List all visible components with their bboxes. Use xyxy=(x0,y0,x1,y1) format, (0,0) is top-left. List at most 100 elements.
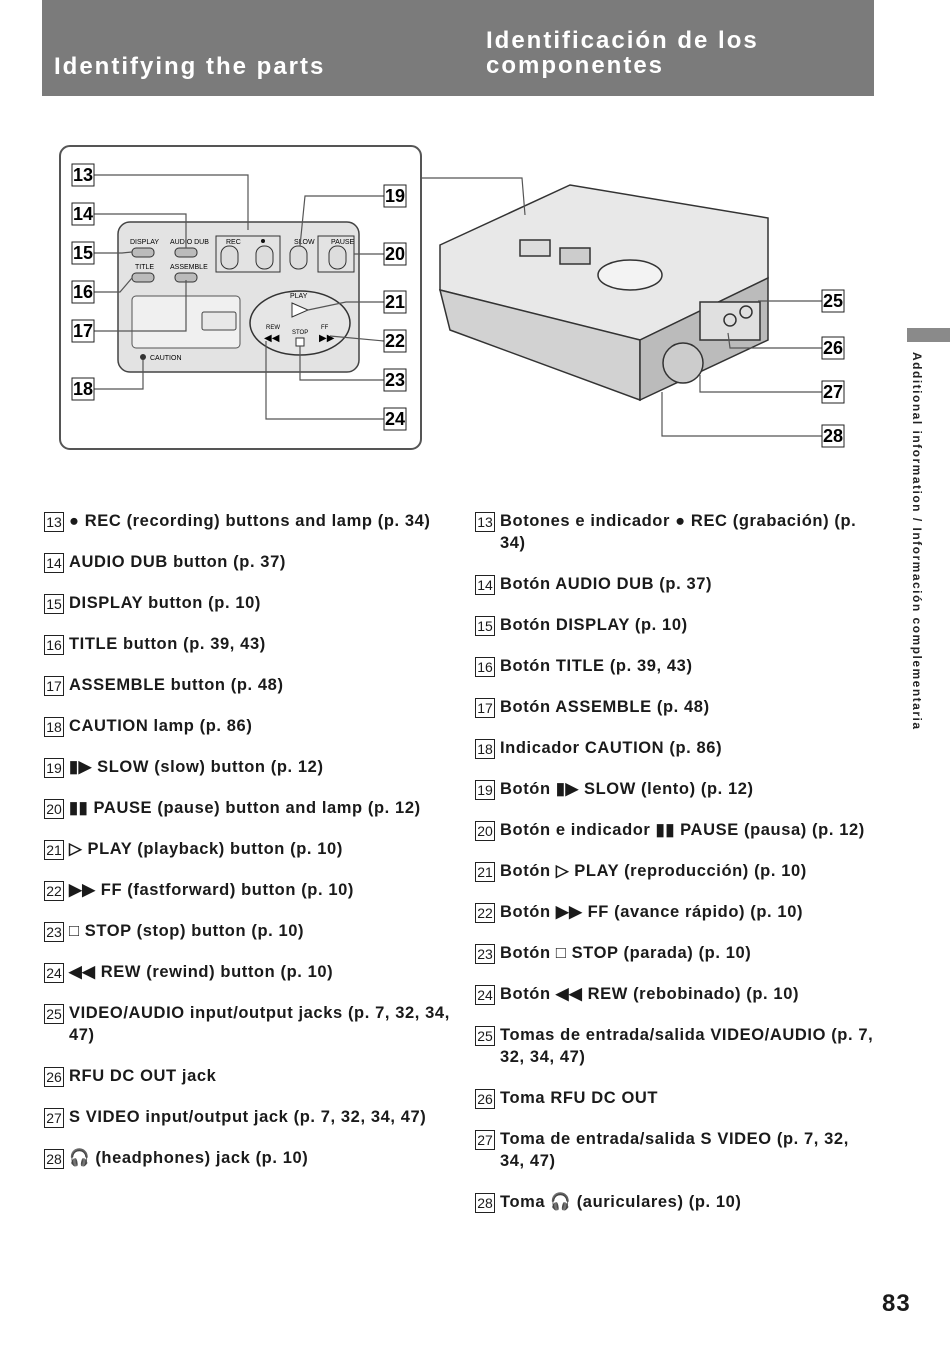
item-number: 27 xyxy=(475,1130,495,1150)
callout-25: 25 xyxy=(821,289,845,313)
list-item: 20▮▮ PAUSE (pause) button and lamp (p. 1… xyxy=(44,797,454,819)
list-item: 21 Botón ▷ PLAY (reproducción) (p. 10) xyxy=(475,860,875,882)
item-text: RFU DC OUT jack xyxy=(69,1067,217,1085)
item-number: 22 xyxy=(475,903,495,923)
callout-23: 23 xyxy=(383,368,407,392)
panel-label-display: DISPLAY xyxy=(130,239,159,246)
callout-28: 28 xyxy=(821,424,845,448)
item-number: 20 xyxy=(44,799,64,819)
leader-lines xyxy=(94,174,822,437)
item-text: ▷ PLAY (playback) button (p. 10) xyxy=(69,840,343,858)
panel-label-title: TITLE xyxy=(135,264,154,271)
svg-text:18: 18 xyxy=(73,379,93,399)
panel-label-rew: REW xyxy=(266,325,280,331)
svg-text:28: 28 xyxy=(823,426,843,446)
list-item: 15 DISPLAY button (p. 10) xyxy=(44,592,454,614)
item-number: 17 xyxy=(475,698,495,718)
panel-label-audio-dub: AUDIO DUB xyxy=(170,239,209,246)
item-number: 28 xyxy=(475,1193,495,1213)
item-number: 21 xyxy=(475,862,495,882)
panel-label-stop: STOP xyxy=(292,330,308,336)
svg-text:15: 15 xyxy=(73,243,93,263)
item-text: Botón e indicador ▮▮ PAUSE (pausa) (p. 1… xyxy=(500,821,865,839)
list-item: 23 □ STOP (stop) button (p. 10) xyxy=(44,920,454,942)
item-text: S VIDEO input/output jack (p. 7, 32, 34,… xyxy=(69,1108,427,1126)
stop-icon xyxy=(295,337,305,347)
display-button xyxy=(131,247,155,258)
item-number: 24 xyxy=(475,985,495,1005)
item-text: Botón AUDIO DUB (p. 37) xyxy=(500,575,713,593)
svg-text:20: 20 xyxy=(385,244,405,264)
title-spanish-line1: Identificación de los xyxy=(486,27,759,54)
title-spanish: Identificación de los componentes xyxy=(486,28,759,78)
item-text: AUDIO DUB button (p. 37) xyxy=(69,553,286,571)
panel-label-rec: REC xyxy=(226,239,241,246)
item-text: Botón DISPLAY (p. 10) xyxy=(500,616,688,634)
title-spanish-line2: componentes xyxy=(486,52,665,79)
page-number: 83 xyxy=(882,1290,911,1317)
callout-13: 13 xyxy=(71,163,95,187)
pause-button xyxy=(328,245,347,270)
panel-label-ff: FF xyxy=(321,325,329,331)
item-text: CAUTION lamp (p. 86) xyxy=(69,717,253,735)
callout-18: 18 xyxy=(71,377,95,401)
item-text: Botón ▶▶ FF (avance rápido) (p. 10) xyxy=(500,903,804,921)
rec-button-right xyxy=(255,245,274,270)
callout-19: 19 xyxy=(383,184,407,208)
item-text: ◀◀ REW (rewind) button (p. 10) xyxy=(69,963,334,981)
item-number: 15 xyxy=(44,594,64,614)
item-text: Botón ASSEMBLE (p. 48) xyxy=(500,698,710,716)
callout-20: 20 xyxy=(383,242,407,266)
list-item: 20 Botón e indicador ▮▮ PAUSE (pausa) (p.… xyxy=(475,819,875,841)
item-number: 26 xyxy=(475,1089,495,1109)
page-header: Identifying the parts Identificación de … xyxy=(42,0,874,96)
item-text: ▶▶ FF (fastforward) button (p. 10) xyxy=(69,881,355,899)
svg-text:27: 27 xyxy=(823,382,843,402)
svg-text:26: 26 xyxy=(823,338,843,358)
item-text: Botón ▷ PLAY (reproducción) (p. 10) xyxy=(500,862,807,880)
callout-21: 21 xyxy=(383,290,407,314)
svg-text:13: 13 xyxy=(73,165,93,185)
list-item: 22▶▶ FF (fastforward) button (p. 10) xyxy=(44,879,454,901)
item-number: 25 xyxy=(475,1026,495,1046)
svg-text:14: 14 xyxy=(73,204,93,224)
list-item: 24◀◀ REW (rewind) button (p. 10) xyxy=(44,961,454,983)
item-number: 23 xyxy=(44,922,64,942)
item-text: Toma de entrada/salida S VIDEO (p. 7, 32… xyxy=(500,1130,849,1170)
item-number: 19 xyxy=(475,780,495,800)
panel-label-slow: SLOW xyxy=(294,239,315,246)
item-text: Toma 🎧 (auriculares) (p. 10) xyxy=(500,1193,742,1211)
item-text: □ STOP (stop) button (p. 10) xyxy=(69,922,305,940)
list-item: 13● REC (recording) buttons and lamp (p.… xyxy=(44,510,454,532)
item-number: 26 xyxy=(44,1067,64,1087)
item-text: ● REC (recording) buttons and lamp (p. 3… xyxy=(69,512,431,530)
list-item: 17 Botón ASSEMBLE (p. 48) xyxy=(475,696,875,718)
play-button-icon xyxy=(291,302,310,318)
caution-lamp xyxy=(140,354,146,360)
item-text: TITLE button (p. 39, 43) xyxy=(69,635,266,653)
parts-diagram: DISPLAY AUDIO DUB TITLE ASSEMBLE REC SLO… xyxy=(59,145,845,450)
list-item: 28🎧 (headphones) jack (p. 10) xyxy=(44,1147,454,1169)
panel-label-assemble: ASSEMBLE xyxy=(170,264,208,271)
item-number: 18 xyxy=(44,717,64,737)
item-text: Tomas de entrada/salida VIDEO/AUDIO (p. … xyxy=(500,1026,874,1066)
item-number: 17 xyxy=(44,676,64,696)
callout-17: 17 xyxy=(71,319,95,343)
panel-label-play: PLAY xyxy=(290,293,308,300)
svg-text:25: 25 xyxy=(823,291,843,311)
parts-list-english: 13● REC (recording) buttons and lamp (p.… xyxy=(44,510,454,1188)
svg-text:21: 21 xyxy=(385,292,405,312)
item-number: 14 xyxy=(475,575,495,595)
item-number: 21 xyxy=(44,840,64,860)
item-text: DISPLAY button (p. 10) xyxy=(69,594,261,612)
list-item: 18 CAUTION lamp (p. 86) xyxy=(44,715,454,737)
item-number: 20 xyxy=(475,821,495,841)
